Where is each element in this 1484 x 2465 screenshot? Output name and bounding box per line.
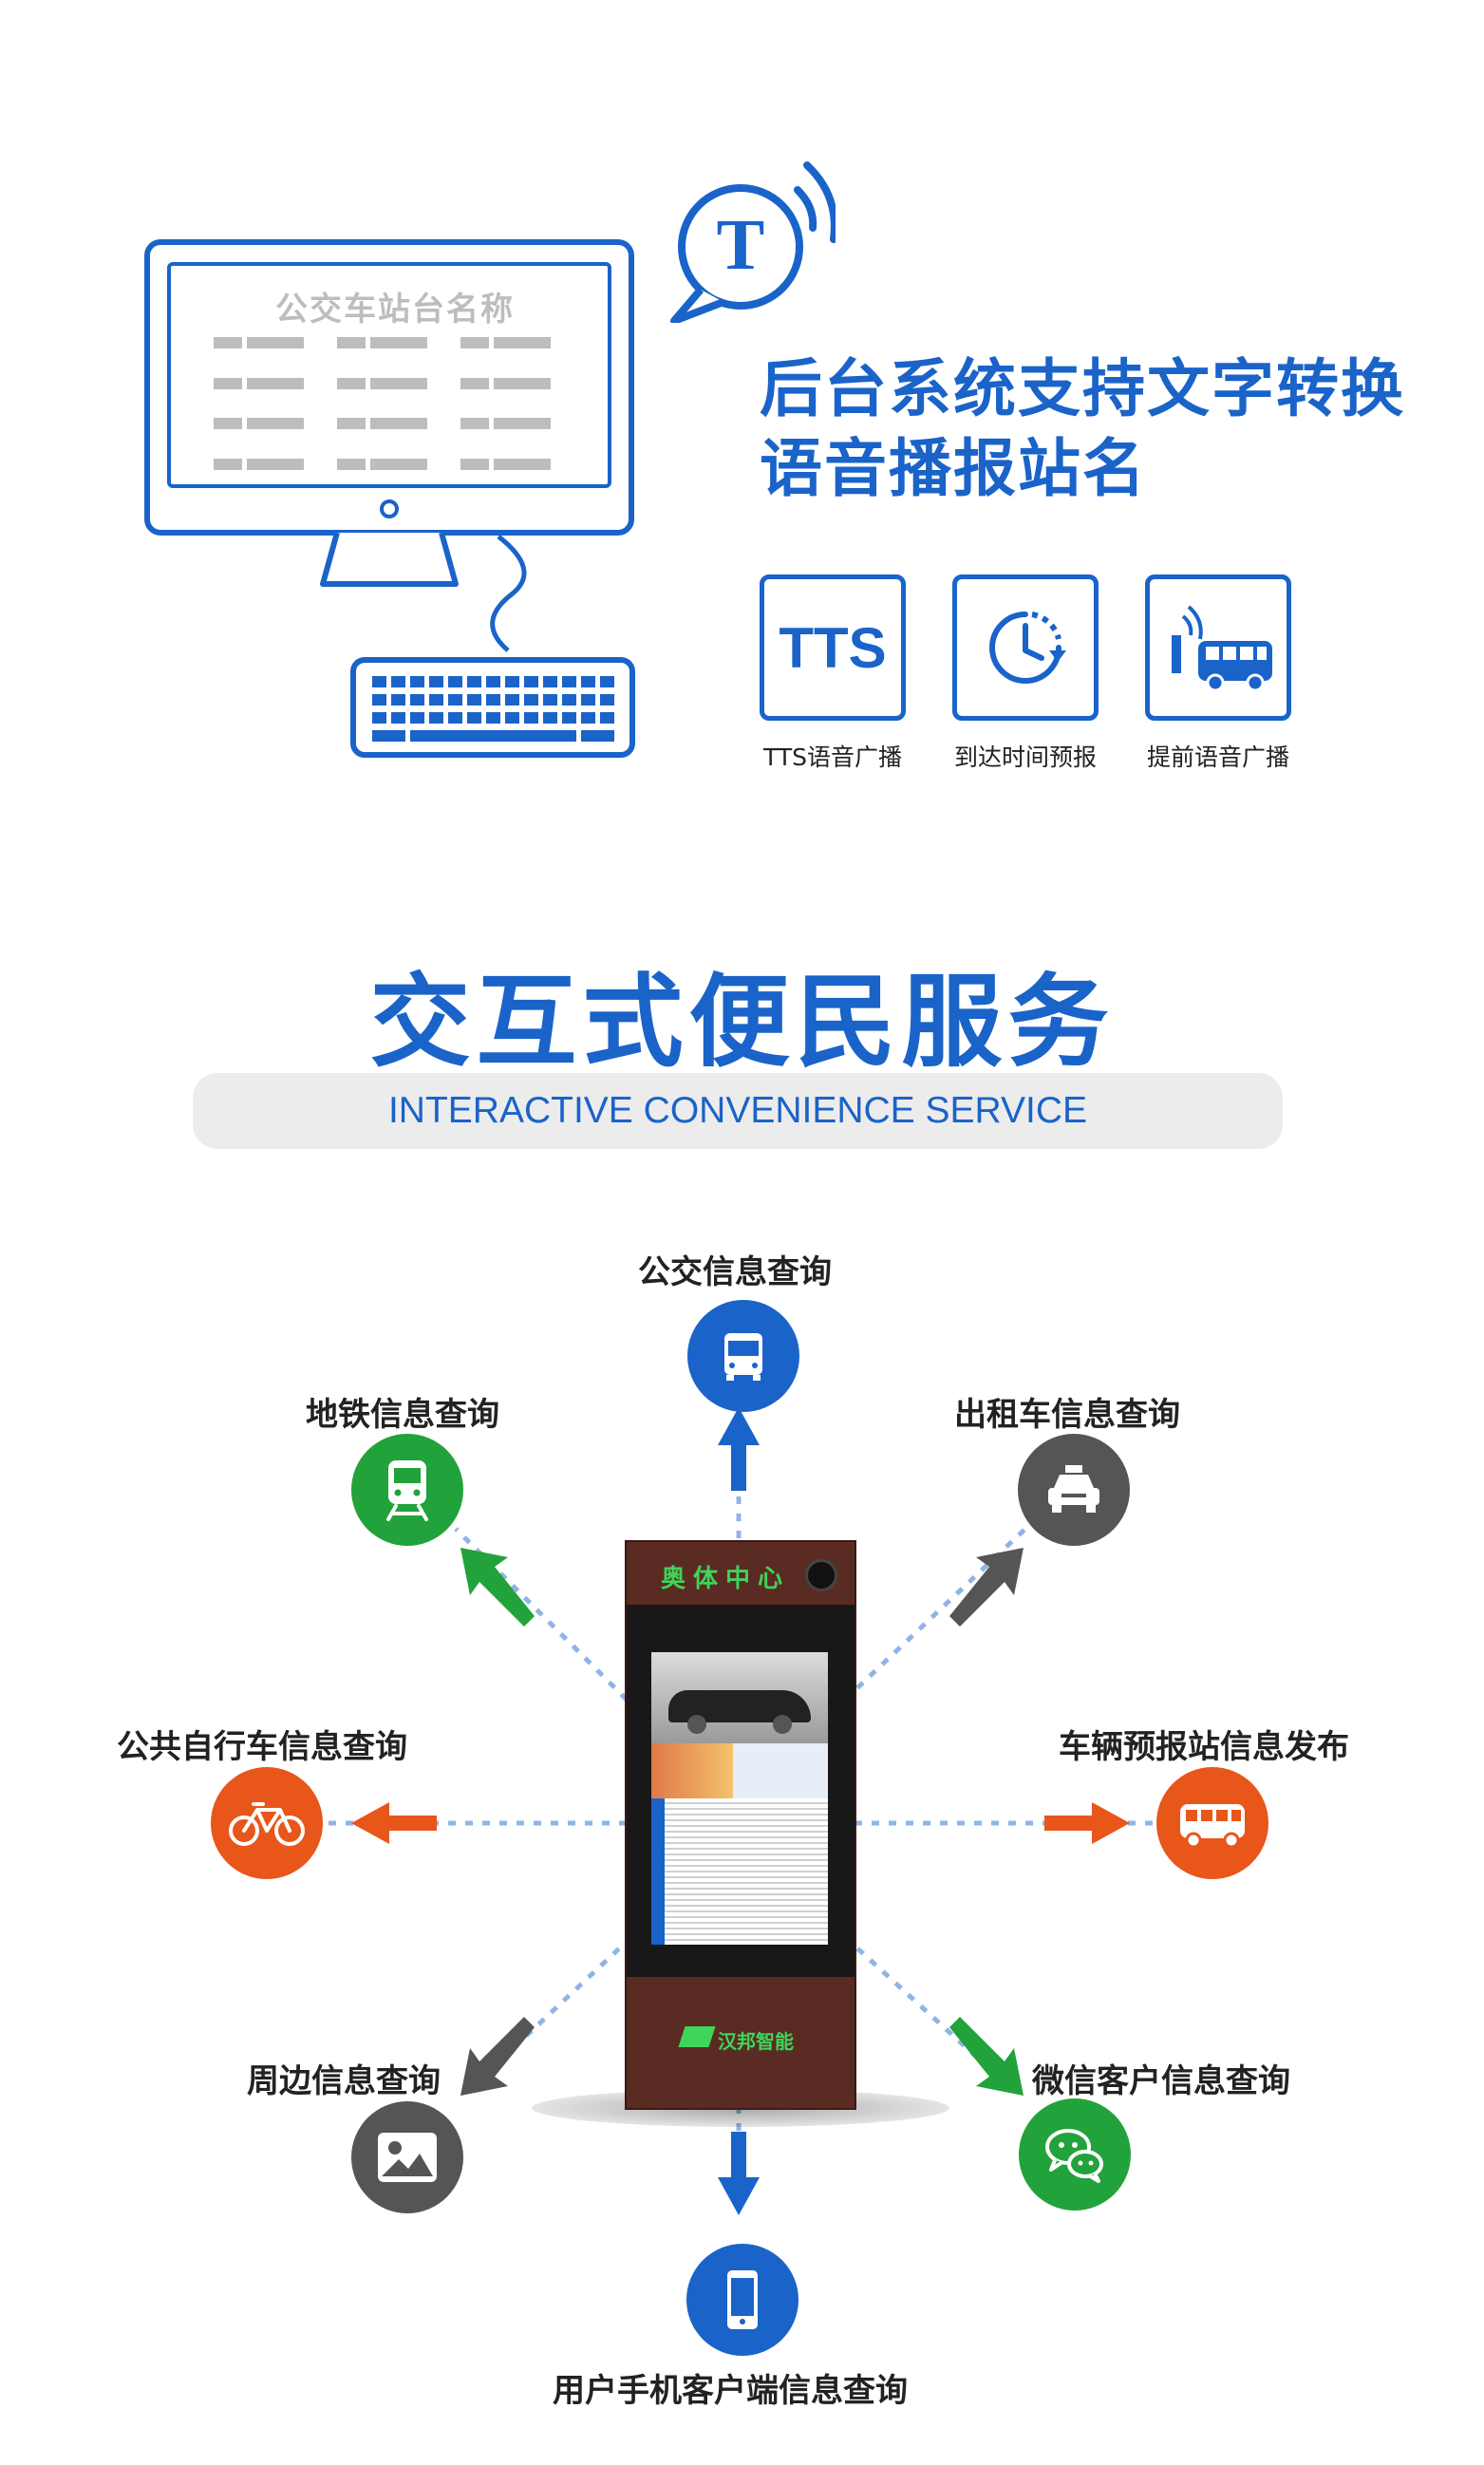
arrow-upright — [949, 1548, 1024, 1627]
monitor-title: 公交车站台名称 — [275, 291, 515, 329]
tts-headline-line1: 后台系统支持文字转换 — [760, 352, 1405, 425]
kiosk-screen — [651, 1652, 828, 1945]
feature-arrival-label: 到达时间预报 — [953, 743, 1097, 771]
kiosk-brand-logo — [678, 2026, 716, 2047]
tts-headline: 后台系统支持文字转换 语音播报站名 — [760, 349, 1405, 509]
tts-text-icon: TTS — [779, 615, 887, 680]
connector-lines — [328, 1407, 1163, 2215]
tts-headline-line2: 语音播报站名 — [760, 432, 1147, 505]
service-bus[interactable] — [687, 1300, 799, 1412]
service-vehicle-forecast[interactable] — [1156, 1767, 1268, 1879]
wechat-icon — [1045, 2129, 1103, 2183]
service-taxi-label: 出租车信息查询 — [954, 1396, 1180, 1434]
arrow-left — [351, 1802, 437, 1844]
service-vehicle-forecast-label: 车辆预报站信息发布 — [1059, 1728, 1349, 1766]
kiosk-brand: 汉邦智能 — [718, 2030, 794, 2053]
feature-tts-label: TTS语音广播 — [763, 743, 902, 771]
bus-icon — [724, 1333, 762, 1381]
feature-broadcast-label: 提前语音广播 — [1146, 743, 1289, 771]
arrow-right — [1044, 1802, 1130, 1844]
arrow-upleft — [460, 1548, 535, 1627]
screen-placeholder-rows — [214, 337, 551, 470]
interactive-title: 交互式便民服务 — [369, 964, 1115, 1081]
kiosk-camera — [805, 1559, 837, 1591]
kiosk-station-name: 奥体中心 — [661, 1565, 791, 1593]
bus-side-icon — [1180, 1804, 1245, 1849]
service-bus-label: 公交信息查询 — [638, 1253, 832, 1291]
arrow-up — [718, 1407, 760, 1491]
monitor-stand — [320, 532, 459, 587]
screen-car-banner — [651, 1652, 828, 1743]
clock-icon — [989, 612, 1066, 684]
arrow-downright — [949, 2017, 1024, 2096]
service-public-bike-label: 公共自行车信息查询 — [117, 1728, 407, 1766]
interactive-subtitle: INTERACTIVE CONVENIENCE SERVICE — [387, 1090, 1088, 1131]
taxi-icon — [1048, 1465, 1099, 1513]
picture-icon — [378, 2133, 437, 2182]
monitor-screen — [167, 262, 611, 488]
power-dot — [380, 499, 399, 518]
screen-route-table — [651, 1798, 828, 1945]
service-nearby[interactable] — [351, 2101, 463, 2213]
monitor-keyboard-illustration — [144, 239, 635, 758]
service-public-bike[interactable] — [211, 1767, 323, 1879]
service-subway[interactable] — [351, 1434, 463, 1546]
speech-bubble-icon — [670, 161, 836, 323]
feature-tts: TTS — [760, 574, 906, 721]
feature-broadcast — [1145, 574, 1291, 721]
service-wechat[interactable] — [1019, 2098, 1131, 2211]
service-subway-label: 地铁信息查询 — [306, 1396, 499, 1434]
phone-icon — [727, 2270, 758, 2329]
arrow-downleft — [460, 2017, 535, 2096]
bus-broadcast-icon — [1172, 605, 1272, 692]
feature-arrival — [952, 574, 1099, 721]
service-taxi[interactable] — [1018, 1434, 1130, 1546]
service-mobile-app-label: 用户手机客户端信息查询 — [553, 2372, 908, 2410]
service-wechat-label: 微信客户信息查询 — [1032, 2062, 1290, 2100]
bubble-letter: T — [716, 205, 765, 285]
interactive-subtitle-bar — [193, 1073, 1283, 1149]
service-nearby-label: 周边信息查询 — [247, 2062, 441, 2100]
screen-info-strip — [651, 1743, 828, 1798]
cable — [490, 535, 527, 652]
service-mobile-app[interactable] — [686, 2244, 798, 2356]
keyboard-keys — [372, 676, 614, 742]
bicycle-icon — [229, 1802, 305, 1846]
arrow-down — [718, 2132, 760, 2215]
kiosk: 奥体中心 汉邦智能 — [625, 1540, 856, 2110]
subway-icon — [386, 1460, 428, 1521]
tts-section: 公交车站台名称 T 后台系统支持文字转换 语音播报站名 TTS TTS语音广播 … — [0, 0, 1484, 807]
